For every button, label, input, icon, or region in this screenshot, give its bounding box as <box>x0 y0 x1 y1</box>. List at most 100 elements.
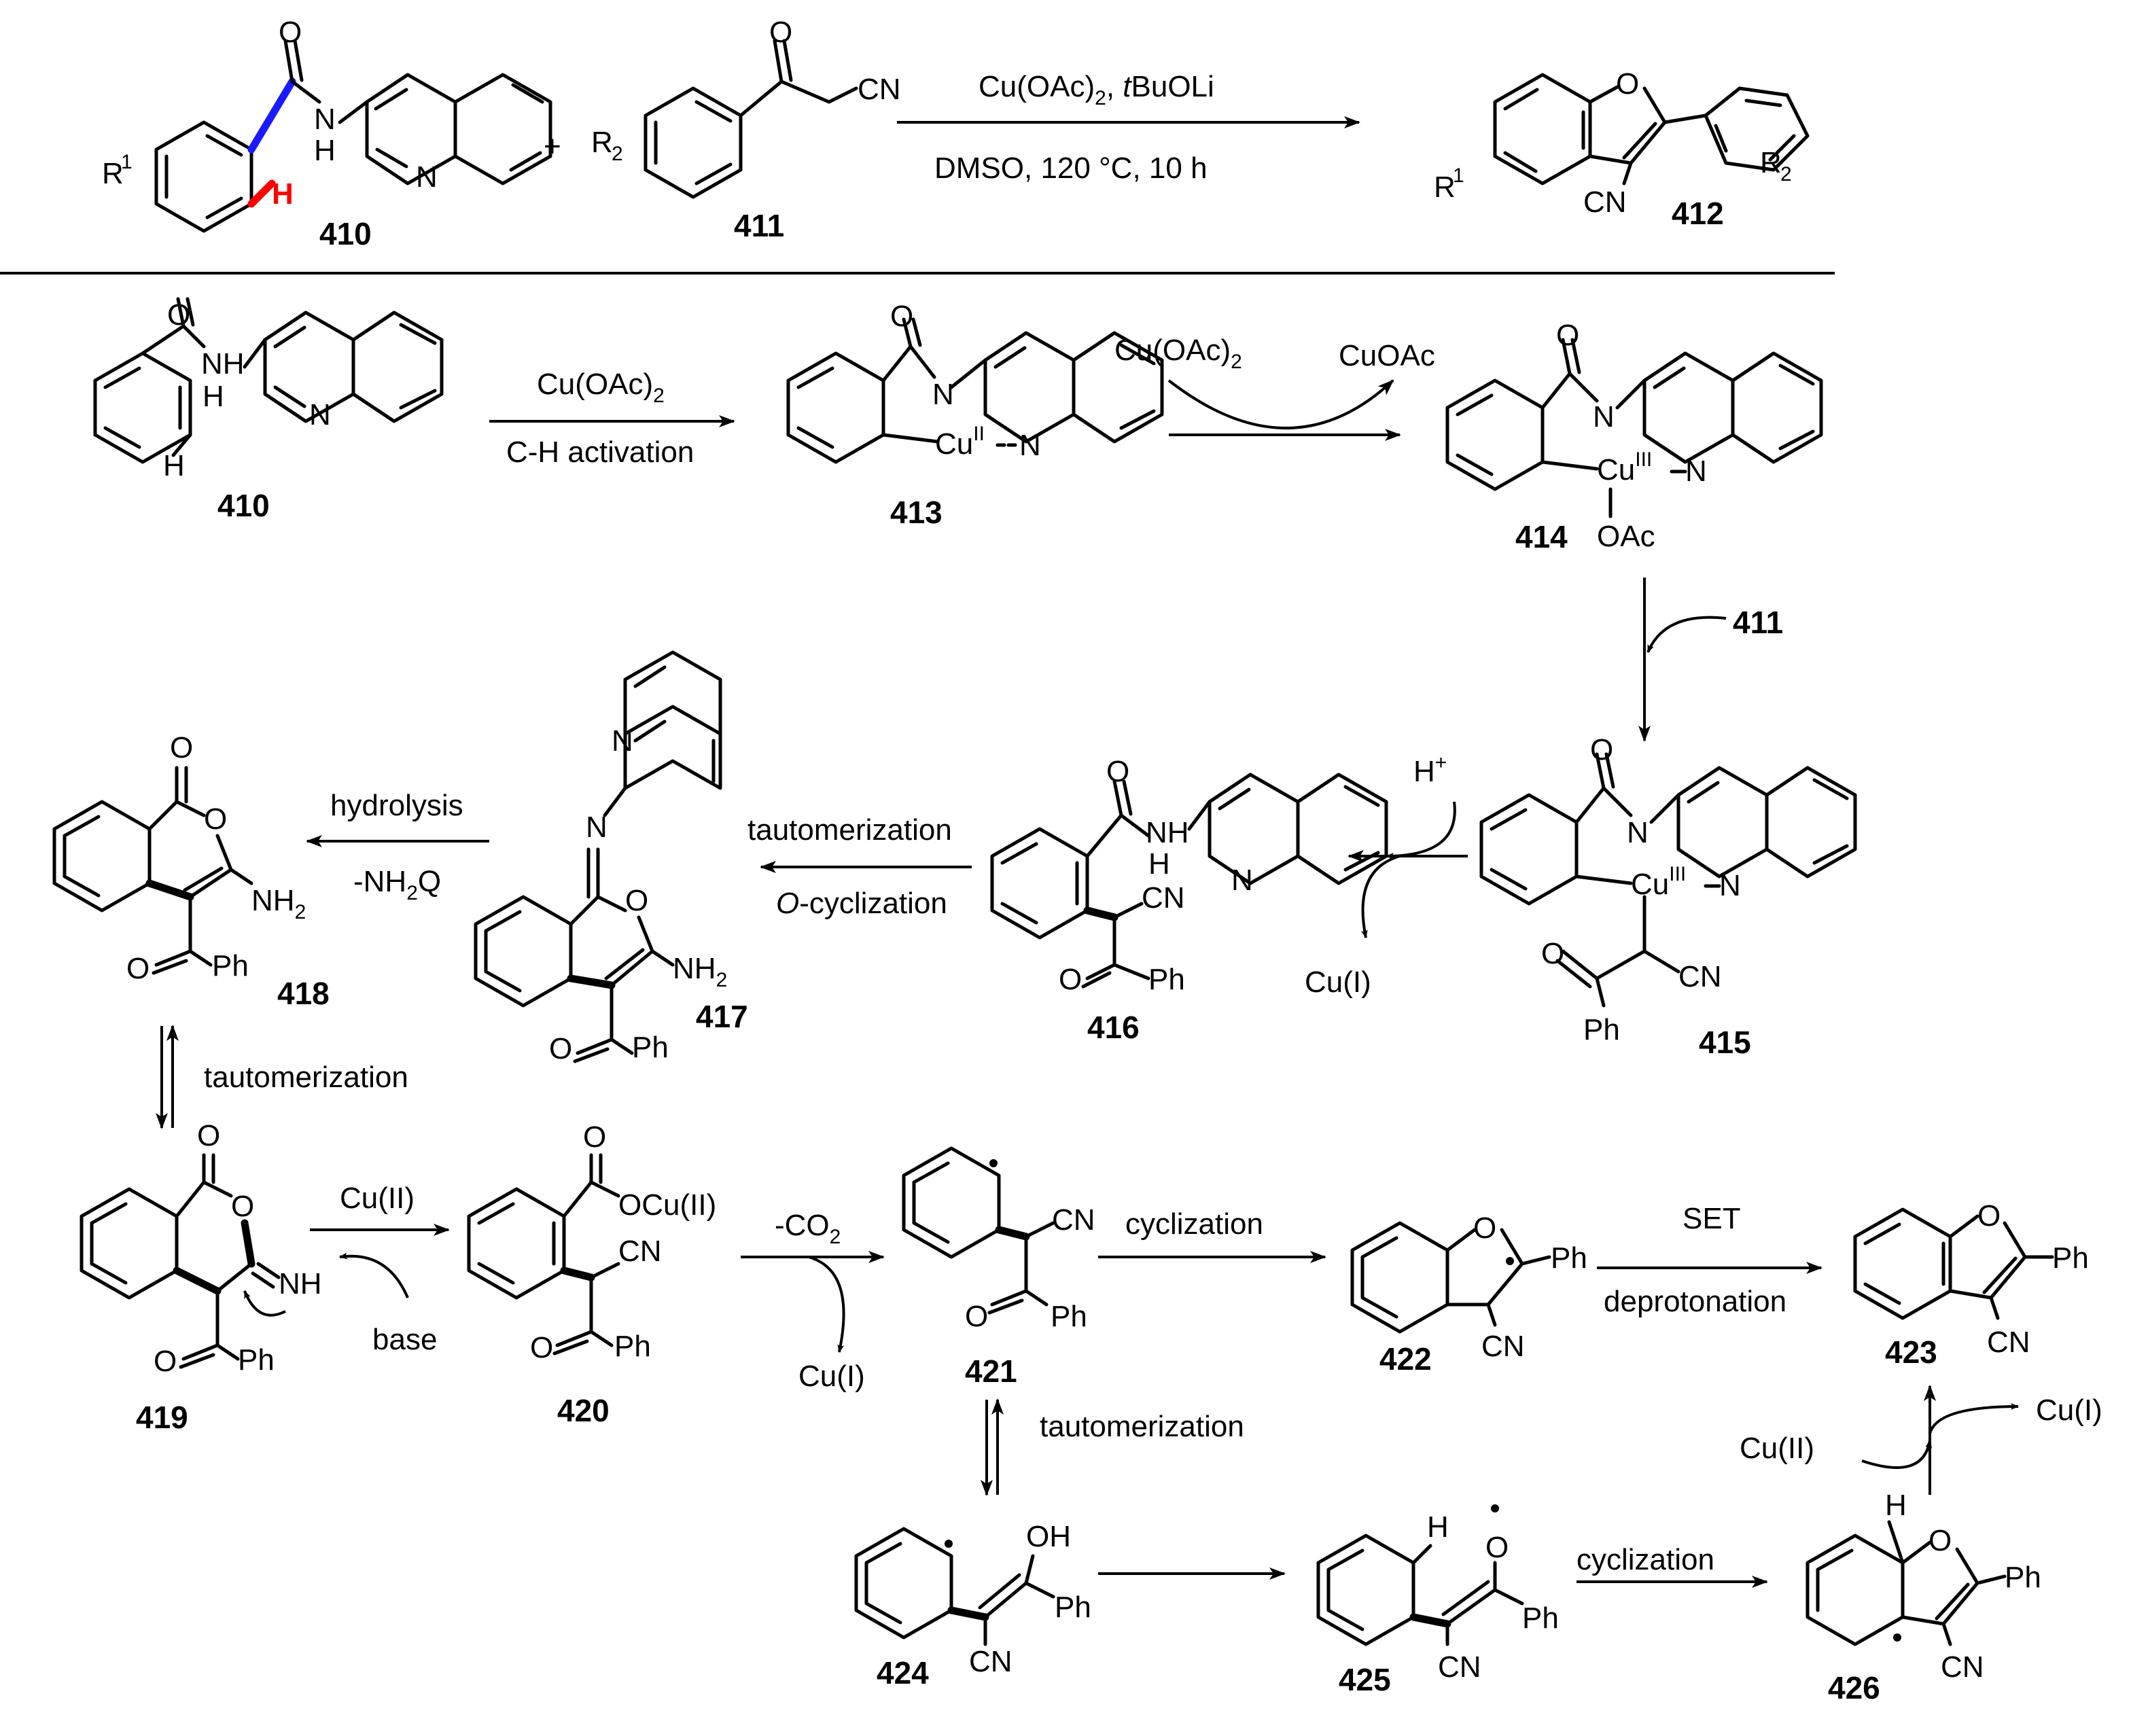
svg-text:R: R <box>591 126 613 159</box>
arrow-417-418: hydrolysis -NH2Q <box>306 789 489 904</box>
label-422: 422 <box>1379 1341 1432 1377</box>
label-414: 414 <box>1515 519 1568 554</box>
compound-421: CN O Ph 421 <box>902 1146 1095 1389</box>
svg-text:O: O <box>1485 1531 1509 1564</box>
atom-o: O <box>279 16 302 49</box>
svg-text:O: O <box>1977 1199 2001 1233</box>
label-425: 425 <box>1339 1662 1391 1697</box>
svg-text:base: base <box>372 1323 437 1356</box>
svg-text:CuIII: CuIII <box>1597 448 1652 486</box>
svg-text:CN: CN <box>1438 1650 1481 1684</box>
svg-text:CN: CN <box>618 1235 662 1268</box>
svg-text:O: O <box>1106 755 1129 788</box>
atom-h-red: H <box>272 177 294 211</box>
svg-text:N: N <box>932 378 954 411</box>
equilibrium-418-419: tautomerization <box>156 1025 408 1129</box>
svg-text:N: N <box>1593 400 1615 433</box>
compound-420: O OCu(II) CN O Ph 420 <box>467 1120 716 1428</box>
svg-text:tautomerization: tautomerization <box>747 813 952 847</box>
svg-text:N: N <box>1231 864 1253 897</box>
atom-nh: N <box>314 103 336 136</box>
svg-text:Cu(OAc)2: Cu(OAc)2 <box>537 368 665 407</box>
svg-text:OH: OH <box>1026 1520 1071 1553</box>
arrow-414-415: 411 <box>1638 578 1783 742</box>
svg-text:Cu(II): Cu(II) <box>1740 1432 1814 1465</box>
atom-n: N <box>416 160 438 194</box>
svg-text:Ph: Ph <box>238 1343 275 1377</box>
svg-text:O: O <box>1473 1211 1496 1245</box>
arrow-410-413: Cu(OAc)2 C-H activation <box>489 368 735 469</box>
svg-text:O: O <box>204 802 227 836</box>
label-420: 420 <box>557 1393 610 1428</box>
label-413: 413 <box>890 495 943 530</box>
compound-417: O NH2 N N O Ph 417 <box>474 650 748 1065</box>
atom-h: H <box>314 134 336 167</box>
svg-text:CN: CN <box>858 73 901 106</box>
svg-text:O: O <box>1059 963 1082 996</box>
svg-text:CN: CN <box>969 1645 1012 1678</box>
svg-text:Cu(OAc)2, tBuOLi: Cu(OAc)2, tBuOLi <box>979 70 1214 109</box>
svg-text:Ph: Ph <box>632 1031 669 1064</box>
svg-text:tautomerization: tautomerization <box>1040 1410 1244 1443</box>
svg-text:O: O <box>583 1120 606 1154</box>
svg-text:Ph: Ph <box>2005 1561 2041 1594</box>
svg-text:Cu(I): Cu(I) <box>1305 966 1371 999</box>
compound-423: O Ph CN 423 <box>1853 1199 2089 1370</box>
svg-text:Ph: Ph <box>1522 1601 1559 1635</box>
svg-text:-NH2Q: -NH2Q <box>353 865 441 904</box>
svg-text:NH: NH <box>201 347 245 380</box>
arrow-420-421: -CO2 Cu(I) <box>741 1209 885 1393</box>
compound-412-top: O CN R 1 R 2 412 <box>1434 67 1810 231</box>
svg-text:H: H <box>163 449 185 482</box>
highlight-bond <box>247 77 296 154</box>
compound-411-top: O CN R 2 411 <box>591 16 901 243</box>
label-410: 410 <box>217 488 270 523</box>
svg-text:O: O <box>1590 733 1613 766</box>
svg-text:NH: NH <box>279 1267 322 1300</box>
svg-text:CN: CN <box>1142 881 1185 915</box>
compound-416: O NH H CN O Ph N 416 <box>990 755 1388 1045</box>
svg-text:O-cyclization: O-cyclization <box>776 887 947 920</box>
svg-text:O: O <box>1616 67 1639 101</box>
svg-text:CN: CN <box>1941 1650 1984 1684</box>
svg-text:NH: NH <box>1146 816 1189 849</box>
svg-text:Cu(I): Cu(I) <box>798 1360 865 1393</box>
compound-425: H O Ph CN 425 <box>1316 1504 1559 1697</box>
plus-sign: + <box>544 130 561 163</box>
compound-413: O N CuII N 413 <box>786 300 1164 530</box>
top-arrow: Cu(OAc)2, tBuOLi DMSO, 120 °C, 10 h <box>897 70 1360 185</box>
svg-text:N: N <box>1627 816 1649 849</box>
svg-text:O: O <box>1929 1524 1952 1557</box>
svg-text:H: H <box>1427 1510 1449 1544</box>
compound-414: O N CuIII N OAc 414 <box>1445 319 1823 554</box>
r1-label: R <box>102 157 124 190</box>
svg-text:SET: SET <box>1683 1202 1741 1235</box>
svg-text:OCu(II): OCu(II) <box>618 1188 716 1222</box>
svg-text:O: O <box>769 16 792 49</box>
svg-text:O: O <box>167 298 190 332</box>
svg-text:-CO2: -CO2 <box>775 1209 841 1248</box>
label-412: 412 <box>1672 196 1724 231</box>
svg-text:O: O <box>154 1345 177 1378</box>
svg-text:Ph: Ph <box>1583 1013 1620 1046</box>
label-418: 418 <box>277 976 330 1011</box>
svg-text:CN: CN <box>1678 960 1722 993</box>
compound-426: H O Ph CN 426 <box>1806 1489 2041 1705</box>
svg-text:NH2: NH2 <box>673 952 727 991</box>
svg-text:2: 2 <box>1780 163 1792 185</box>
compound-415: O N CuIII N CN O Ph 415 <box>1479 733 1857 1060</box>
svg-text:tautomerization: tautomerization <box>204 1061 408 1094</box>
svg-text:Cu(II): Cu(II) <box>340 1182 415 1215</box>
svg-text:O: O <box>890 300 913 333</box>
svg-text:O: O <box>530 1331 553 1364</box>
arrow-425-426: cyclization <box>1577 1543 1768 1588</box>
svg-text:OAc: OAc <box>1597 520 1655 553</box>
svg-text:Ph: Ph <box>212 949 249 982</box>
arrow-422-423: SET deprotonation <box>1597 1202 1822 1318</box>
svg-text:H+: H+ <box>1413 751 1447 788</box>
svg-text:CuOAc: CuOAc <box>1339 339 1435 372</box>
svg-text:Cu(I): Cu(I) <box>2036 1394 2102 1427</box>
svg-text:Cu(OAc)2: Cu(OAc)2 <box>1114 334 1242 373</box>
label-417: 417 <box>696 999 748 1034</box>
svg-text:R: R <box>1760 146 1782 179</box>
